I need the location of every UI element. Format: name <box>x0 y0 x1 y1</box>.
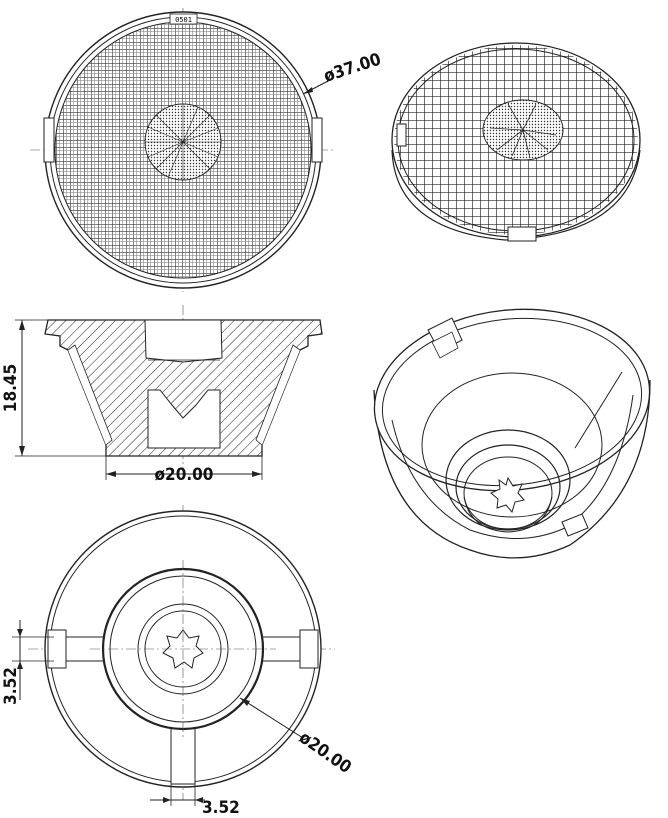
height-label: 18.45 <box>1 364 21 412</box>
slot-offset-y-label: 3.52 <box>1 667 21 705</box>
isometric-top-view <box>391 42 641 242</box>
isometric-rear-view <box>373 308 651 559</box>
front-view: 0501 ø37.00 <box>30 8 384 292</box>
base-diameter-label: ø20.00 <box>155 465 214 485</box>
outer-diameter-label: ø37.00 <box>321 50 383 87</box>
section-view: 18.45 ø20.00 <box>1 305 323 485</box>
bottom-view: 3.52 3.52 ø20.00 <box>1 505 355 818</box>
slot-offset-x-label: 3.52 <box>202 798 240 818</box>
stamp-text: 0501 <box>175 16 192 24</box>
rear-diameter-label: ø20.00 <box>295 728 355 778</box>
